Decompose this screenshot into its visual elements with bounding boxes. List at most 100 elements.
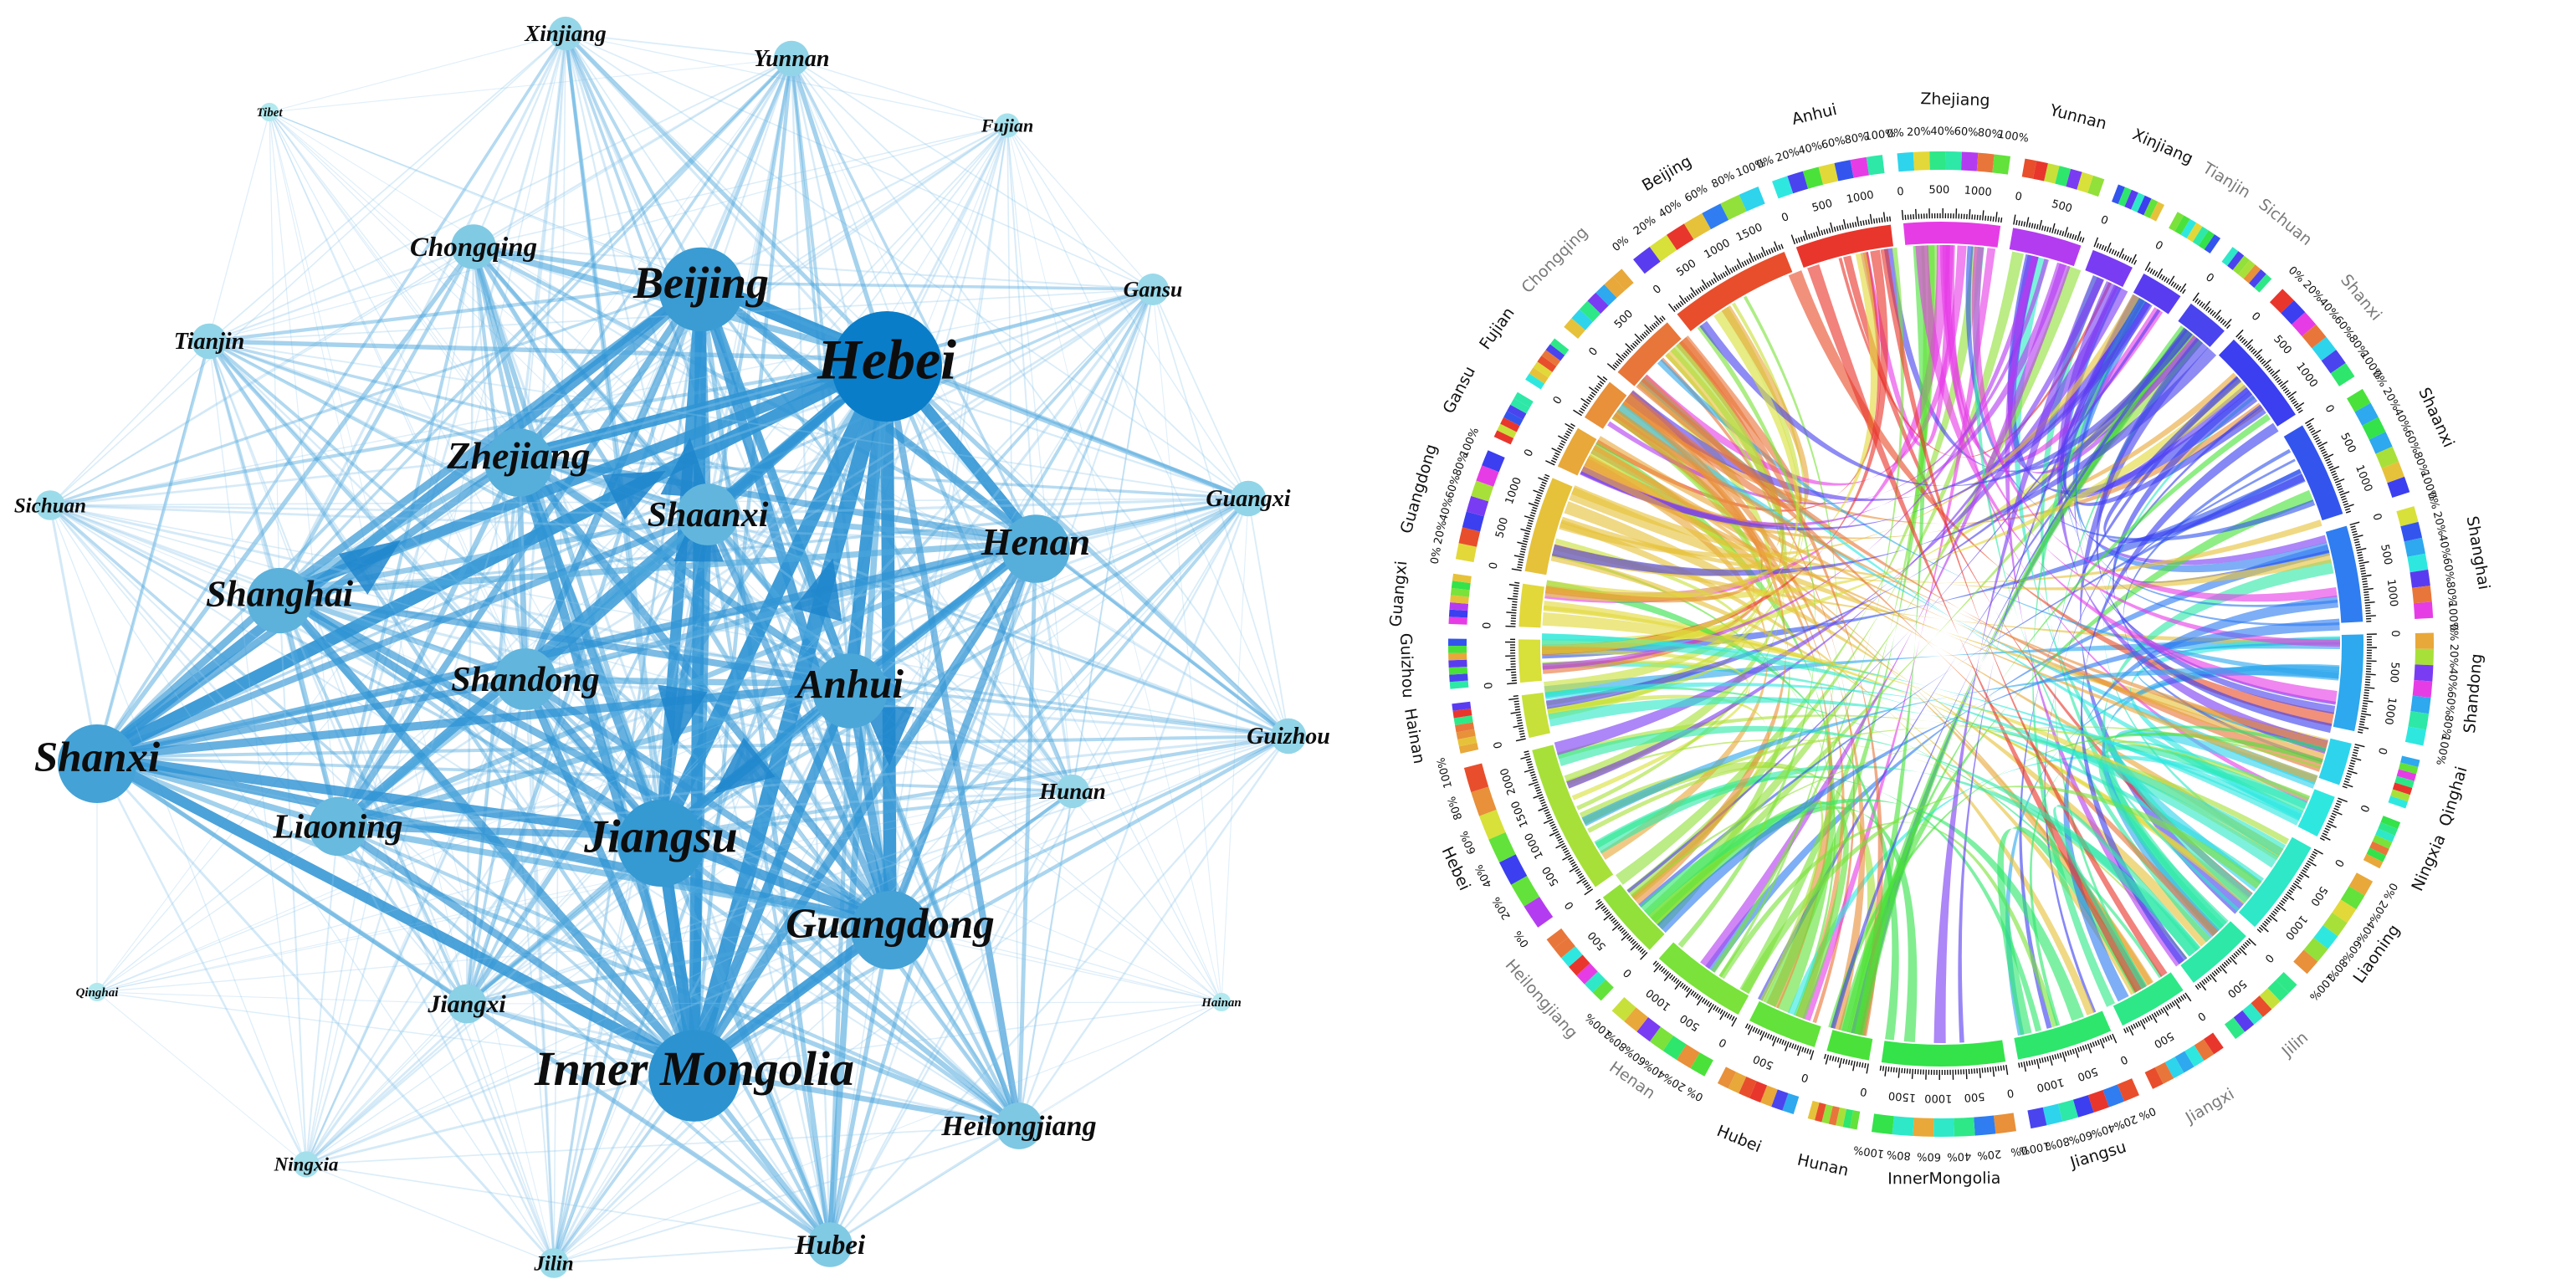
tick-shaanxi <box>2327 463 2333 467</box>
tick-innermongolia <box>1992 1067 1995 1077</box>
ribbon-jilin-hebei <box>1557 725 2199 957</box>
tick-liaoning <box>2292 883 2302 890</box>
percent-label-shandong: 80% <box>2439 714 2455 739</box>
segment-label-yunnan: Yunnan <box>2047 100 2109 133</box>
tick-xinjiang <box>2106 242 2112 253</box>
tick-liaoning <box>2261 923 2267 928</box>
tick-anhui <box>1851 222 1855 228</box>
tick-beijing <box>1688 294 1693 299</box>
percent-label-shanxi: 0% <box>2286 264 2307 285</box>
tick-chongqing <box>1614 362 1620 367</box>
tick-liaoning <box>2287 891 2292 896</box>
edge-shanxi-guizhou <box>96 734 1289 759</box>
edge-shaanxi-guangdong <box>704 513 894 925</box>
percent-label-zhejiang: 100% <box>1997 129 2030 146</box>
tick-liaoning <box>2310 855 2315 860</box>
edge-inner-mongolia-heilongjiang <box>694 1066 1020 1129</box>
edge-chongqing-gansu <box>473 245 1154 291</box>
tick-liaoning <box>2285 893 2295 901</box>
tick-yunnan <box>2051 223 2056 233</box>
tick-anhui <box>1804 230 1809 240</box>
scale-label-jilin: 500 <box>2225 977 2249 1000</box>
node-gansu <box>1137 274 1169 305</box>
tick-yunnan <box>2079 236 2082 243</box>
tick-hainan <box>1508 698 1519 701</box>
edge-tianjin-guangxi <box>208 340 1249 499</box>
tick-liaoning <box>2304 864 2310 869</box>
tick-shaanxi <box>2343 503 2349 506</box>
segment-label-sichuan: Sichuan <box>2255 195 2315 249</box>
tick-beijing <box>1760 252 1764 258</box>
edge-yunnan-guangxi <box>791 58 1249 499</box>
tick-qinghai <box>2345 775 2351 779</box>
share-block-guangdong <box>1462 511 1484 532</box>
tick-innermongolia <box>1897 1067 1901 1078</box>
arrow-jiangsu-beijing <box>660 437 711 499</box>
tick-shandong <box>2361 713 2372 716</box>
tick-liaoning <box>2258 926 2264 931</box>
tick-liaoning <box>2291 884 2297 889</box>
node-jiangxi <box>447 984 487 1024</box>
share-block-guizhou <box>1449 680 1469 689</box>
tick-hainan <box>1513 703 1520 705</box>
edge-hebei-shanxi <box>94 354 890 763</box>
scale-label-shanxi: 500 <box>2271 333 2294 357</box>
scale-label-hunan: 0 <box>1859 1084 1868 1097</box>
share-block-hainan <box>1452 701 1472 711</box>
edge-shanghai-anhui <box>279 590 851 688</box>
percent-label-anhui: 80% <box>1844 130 1870 147</box>
tick-liaoning <box>2276 906 2281 911</box>
tick-guangdong <box>1535 496 1541 499</box>
tick-gansu <box>1554 452 1560 456</box>
edge-hunan-jilin <box>553 790 1073 1264</box>
edge-ningxia-jilin <box>305 1164 555 1264</box>
tick-shanxi <box>2297 407 2302 412</box>
share-block-sichuan <box>2243 264 2261 284</box>
tick-innermongolia <box>1879 1065 1882 1071</box>
percent-label-shandong: 20% <box>2446 644 2460 668</box>
edge-gansu-shanghai <box>279 288 1154 596</box>
tick-jiangxi <box>2178 996 2183 1002</box>
percent-label-beijing: 80% <box>1709 170 1737 192</box>
tick-henan <box>1682 984 1686 990</box>
share-block-ningxia <box>2378 821 2398 836</box>
tick-henan <box>1694 993 1699 999</box>
arc-ningxia <box>2297 789 2335 836</box>
share-block-guizhou <box>1448 652 1467 661</box>
share-block-henan <box>1636 1017 1661 1042</box>
share-block-jilin <box>2224 1017 2246 1040</box>
tick-innermongolia <box>1986 1067 1989 1072</box>
percent-label-innermongolia: 20% <box>1977 1147 2002 1162</box>
scale-label-hebei: 1000 <box>1523 831 1546 861</box>
share-block-shanxi <box>2269 289 2294 314</box>
arc-anhui <box>1795 224 1893 269</box>
scale-label-henan: 0 <box>1717 1035 1728 1049</box>
tick-gansu <box>1545 460 1555 466</box>
segment-label-tianjin: Tianjin <box>2199 158 2254 202</box>
tick-guangxi <box>1513 592 1518 595</box>
tick-chongqing <box>1645 330 1651 335</box>
tick-sichuan <box>2205 306 2210 311</box>
tick-beijing <box>1744 260 1748 266</box>
tick-jiangxi <box>2182 994 2187 1000</box>
arc-guangxi <box>1518 583 1544 628</box>
tick-chongqing <box>1617 358 1623 363</box>
edge-shanghai-shandong <box>278 591 527 683</box>
edge-tibet-shaanxi <box>269 111 709 515</box>
tick-guangxi <box>1513 587 1519 590</box>
edge-xinjiang-shandong <box>524 33 567 680</box>
share-block-fujian <box>1525 373 1545 390</box>
edge-yunnan-sichuan <box>49 58 792 506</box>
tick-beijing <box>1690 292 1695 298</box>
ribbon-shanxi-shaanxi <box>2103 376 2306 544</box>
share-block-jiangxi <box>2154 1062 2174 1084</box>
tick-jilin <box>2227 958 2232 963</box>
scale-label-yunnan: 500 <box>2050 198 2073 216</box>
share-block-qinghai <box>2388 796 2409 809</box>
tick-jiangsu <box>2072 1048 2075 1054</box>
tick-jilin <box>2215 969 2220 974</box>
edge-guizhou-inner-mongolia <box>693 734 1290 1071</box>
tick-henan <box>1685 989 1693 998</box>
tick-zhejiang <box>1976 214 1979 220</box>
tick-jiangxi <box>2144 1017 2148 1023</box>
